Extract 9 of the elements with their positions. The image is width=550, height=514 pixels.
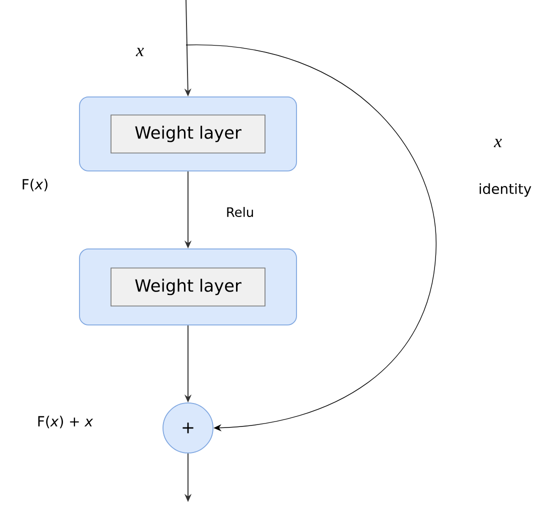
text-label: identity: [480, 183, 532, 197]
layer-label-box: Weight layer: [110, 114, 266, 154]
edge-label: Relu: [227, 206, 253, 217]
text-label: x: [494, 138, 502, 148]
layer-label-box: Weight layer: [110, 268, 266, 306]
text-label: F(x) + x: [38, 416, 94, 428]
text-label: x: [136, 48, 144, 56]
text-label: F(x): [22, 178, 48, 192]
skip-connection-arrow: [186, 44, 436, 432]
